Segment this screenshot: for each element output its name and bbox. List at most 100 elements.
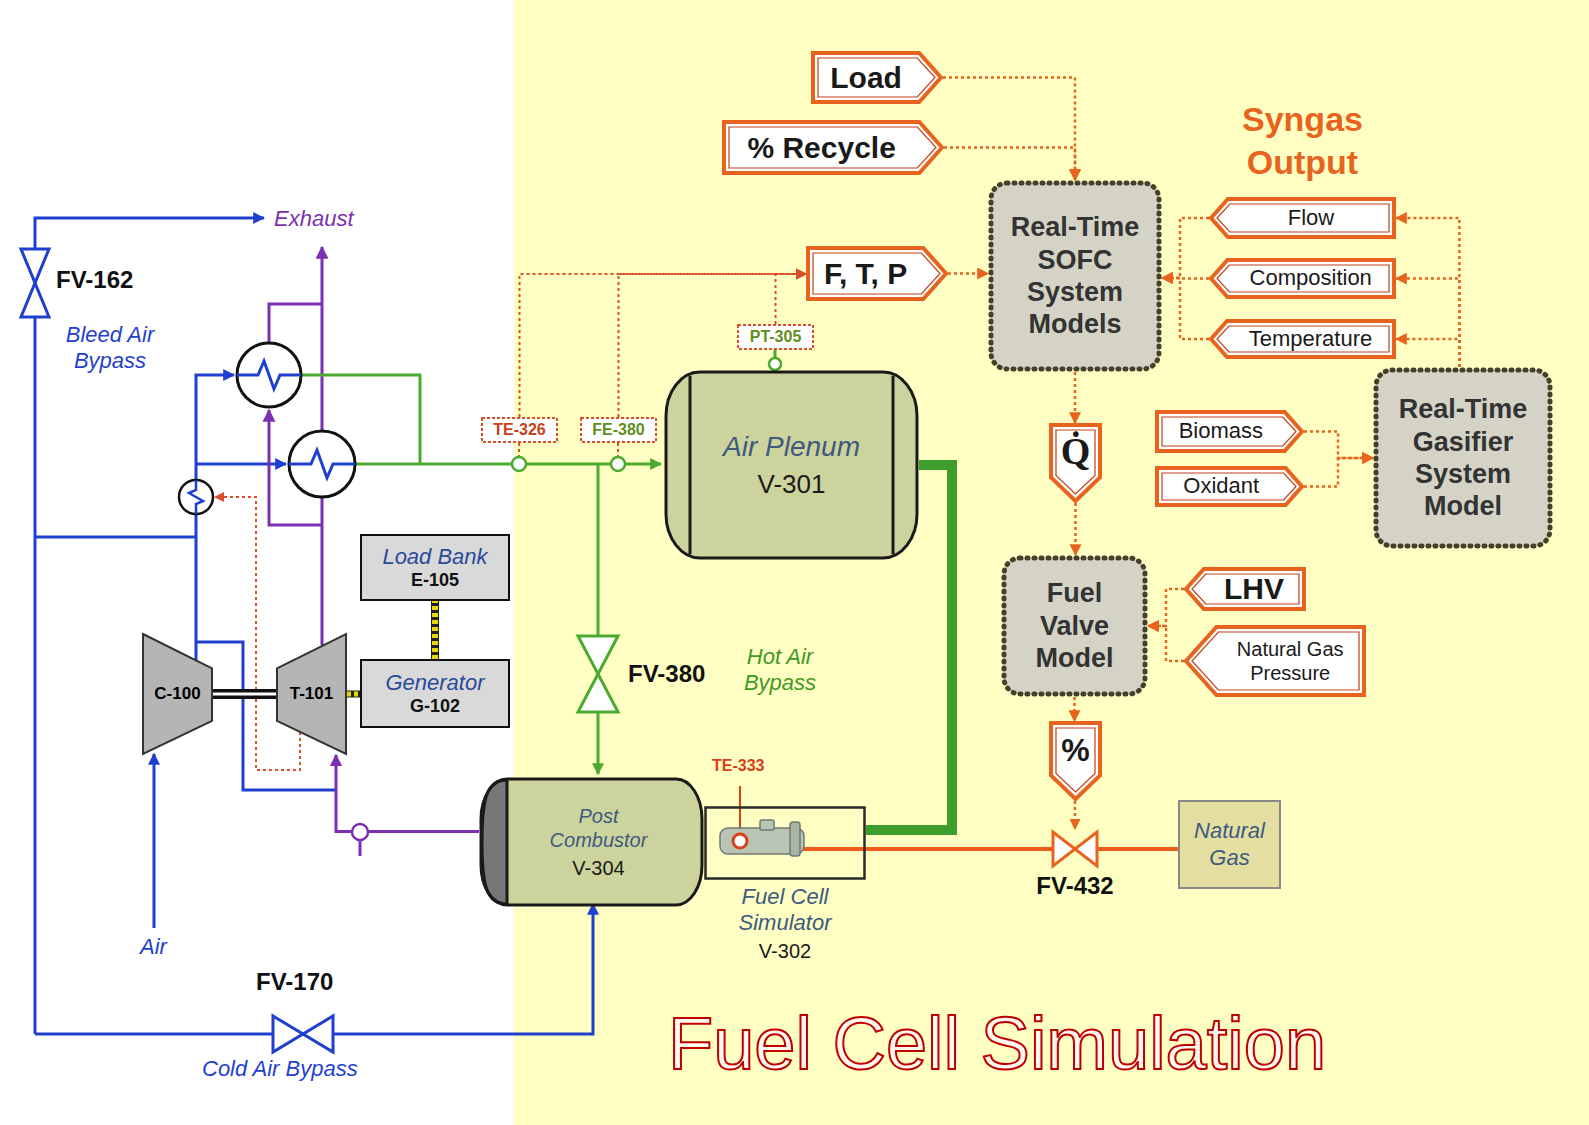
connector-line xyxy=(1148,626,1184,661)
outline-part xyxy=(706,808,865,879)
signal-line xyxy=(1075,503,1076,555)
connector-line xyxy=(1148,589,1184,626)
node-outline xyxy=(704,806,866,880)
signal-tag: % xyxy=(1049,721,1102,801)
node-text: Composition xyxy=(1250,265,1372,291)
node-outline xyxy=(1184,625,1366,697)
signal-line xyxy=(1162,278,1209,280)
model-box: Fuel Valve Model xyxy=(1001,555,1148,697)
model-box: Real-Time Gasifier System Model xyxy=(1373,367,1553,549)
signal-tag: Composition xyxy=(1209,258,1396,299)
outline-part xyxy=(1051,425,1100,501)
connector-line xyxy=(866,847,1178,851)
node-text: PT-305 xyxy=(750,327,802,346)
node-outline xyxy=(988,180,1162,372)
node-text: E-105 xyxy=(411,570,459,592)
node-text: Load xyxy=(830,60,902,96)
equipment-box: GeneratorG-102 xyxy=(360,659,510,728)
outline-part xyxy=(1162,473,1296,500)
node-text: Natural Gas xyxy=(1185,818,1275,871)
node-text: Oxidant xyxy=(1183,473,1259,499)
node-text: Load Bank xyxy=(382,544,487,570)
outline-part xyxy=(361,660,509,727)
node-text: V-301 xyxy=(758,469,826,500)
signal-line xyxy=(1075,372,1076,423)
sensor-signal xyxy=(776,274,807,324)
diagram-label: FV-380 xyxy=(628,660,705,689)
connector-line xyxy=(1304,432,1373,459)
sensor-tag: FE-380 xyxy=(580,417,657,443)
outline-part xyxy=(1056,430,1095,494)
connector-line xyxy=(1162,277,1209,280)
fuel-line xyxy=(866,849,1178,850)
outline-part xyxy=(581,418,656,442)
connector-line xyxy=(948,272,988,275)
vessel: Post CombustorV-304 xyxy=(479,777,704,907)
signal-line xyxy=(1148,626,1184,661)
node-text: V-304 xyxy=(572,856,624,880)
outline-part xyxy=(277,634,346,754)
shaft xyxy=(213,694,276,695)
node-text: Biomass xyxy=(1179,418,1263,444)
connector-line xyxy=(944,148,1075,181)
exhaust-duct xyxy=(336,755,479,832)
diagram-label: Cold Air Bypass xyxy=(202,1056,358,1082)
signal-tag: Temperature xyxy=(1209,319,1396,359)
outline-part xyxy=(143,634,212,754)
outline-part xyxy=(1186,627,1364,695)
connector-line xyxy=(336,755,479,832)
outline-part xyxy=(729,127,936,168)
outline-part xyxy=(1217,204,1389,232)
node-text: F, T, P xyxy=(824,256,907,292)
outline-part xyxy=(1179,801,1280,888)
signal-tag: Q̇ xyxy=(1049,423,1102,503)
connector-line xyxy=(776,274,807,324)
vessel: Air PlenumV-301 xyxy=(664,370,919,560)
model-box: Real-Time SOFC System Models xyxy=(988,180,1162,372)
connector-line xyxy=(1073,697,1076,721)
outline-part xyxy=(481,779,702,905)
connector-line xyxy=(1162,218,1209,278)
signal-tag: Oxidant xyxy=(1155,466,1304,507)
sensor-tag: TE-326 xyxy=(481,417,558,443)
outline-part xyxy=(1211,199,1394,237)
node-text: Air Plenum xyxy=(723,430,860,464)
outline-part xyxy=(738,325,813,349)
power-link xyxy=(347,694,360,695)
node-text: Q̇ xyxy=(1061,429,1091,475)
outline-part xyxy=(1192,632,1359,690)
outline-part xyxy=(361,535,509,600)
outline-part xyxy=(808,248,946,299)
connector-underlay xyxy=(347,691,360,698)
connector-line xyxy=(432,601,438,659)
diagram-label: FV-162 xyxy=(56,266,133,295)
equipment-box: Load BankE-105 xyxy=(360,534,510,601)
signal-line xyxy=(1162,278,1209,339)
node-text: V-302 xyxy=(759,939,811,963)
node-text: Real-Time Gasifier System Model xyxy=(1383,393,1543,523)
signal-tag: F, T, P xyxy=(806,246,948,301)
outline-part xyxy=(666,372,917,558)
outline-part xyxy=(1217,326,1389,352)
outline-part xyxy=(813,253,940,294)
node-text: Fuel Cell Simulator xyxy=(720,884,850,937)
outline-part xyxy=(1217,265,1389,292)
connector-line xyxy=(943,78,1075,181)
connector-line xyxy=(213,689,276,699)
simulator-caption: Fuel Cell SimulatorV-302 xyxy=(684,884,886,963)
turbine: T-101 xyxy=(276,633,347,755)
signal-line xyxy=(1396,339,1459,367)
outline-part xyxy=(482,418,557,442)
signal-tag: % Recycle xyxy=(722,120,944,175)
outline-part xyxy=(1157,468,1302,505)
outline-part xyxy=(1186,569,1304,609)
connector-line xyxy=(1162,278,1209,339)
outline-part xyxy=(689,376,692,554)
outline-part xyxy=(1051,723,1100,799)
outline-part xyxy=(1211,260,1394,297)
signal-line xyxy=(1304,458,1373,487)
node-text: Temperature xyxy=(1249,326,1373,352)
node-text: % Recycle xyxy=(747,130,895,166)
diagram-title: Fuel Cell Simulation xyxy=(668,1000,1326,1089)
node-text: Natural Gas Pressure xyxy=(1222,637,1358,685)
